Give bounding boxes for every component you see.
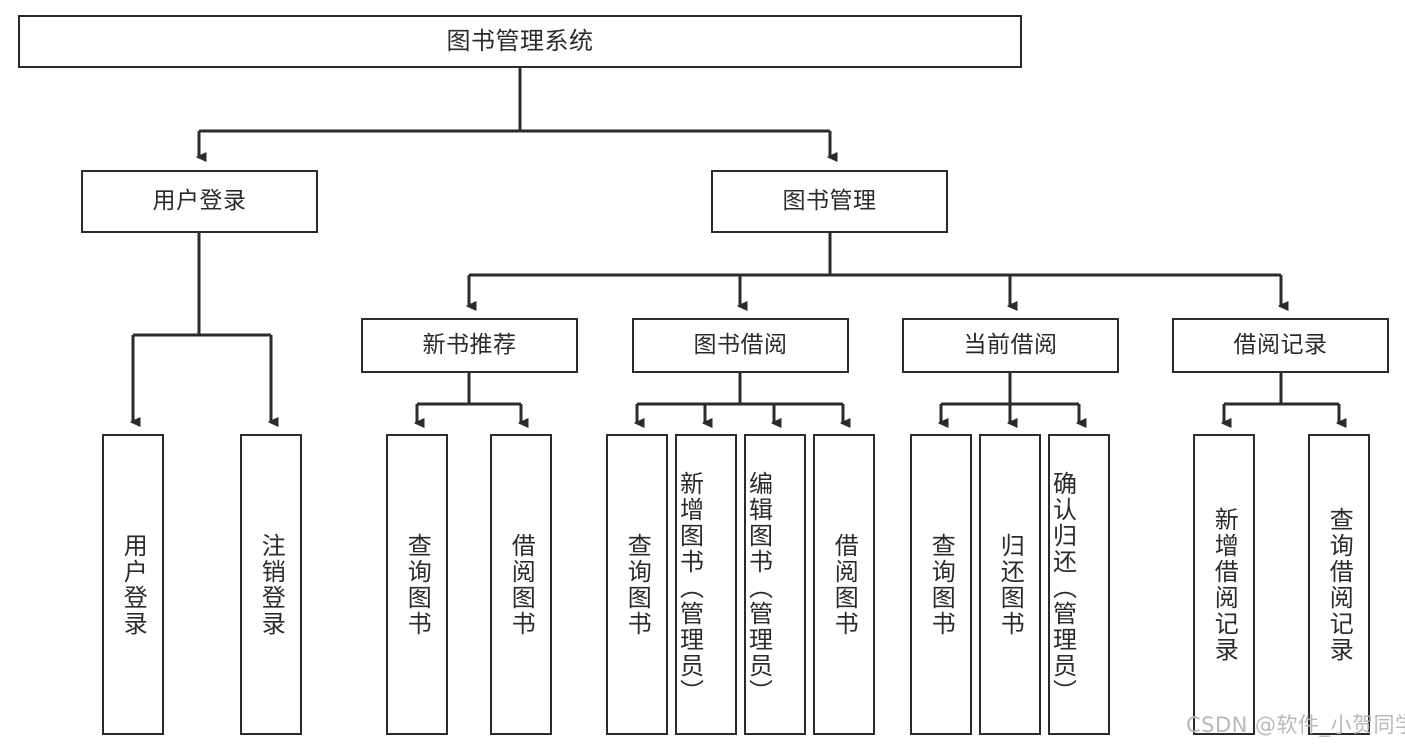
- node-label: 编辑图书（管理员）: [744, 470, 773, 705]
- leaf-edit-book[interactable]: 编辑图书（管理员）: [744, 434, 806, 735]
- leaf-add-borrow-record[interactable]: 新增借阅记录: [1193, 434, 1255, 735]
- node-label: 图书管理: [782, 187, 877, 214]
- node-label: 借阅记录: [1233, 331, 1328, 358]
- node-label: 新书推荐: [422, 331, 517, 358]
- node-label: 查询图书: [403, 532, 432, 637]
- node-label: 注销登录: [257, 532, 286, 637]
- node-label: 当前借阅: [963, 331, 1058, 358]
- node-new-book-recommend[interactable]: 新书推荐: [361, 318, 578, 373]
- node-label: 查询借阅记录: [1325, 506, 1354, 663]
- leaf-add-book[interactable]: 新增图书（管理员）: [675, 434, 737, 735]
- leaf-confirm-return[interactable]: 确认归还（管理员）: [1048, 434, 1110, 735]
- node-label: 查询图书: [927, 532, 956, 637]
- leaf-user-login[interactable]: 用户登录: [102, 434, 164, 735]
- node-label: 归还图书: [996, 532, 1025, 637]
- watermark-text: CSDN @软件_小贺同学: [1186, 713, 1405, 737]
- node-label: 新增借阅记录: [1210, 506, 1239, 663]
- node-label: 图书借阅: [693, 331, 788, 358]
- leaf-query-book-current[interactable]: 查询图书: [910, 434, 972, 735]
- node-label: 用户登录: [119, 532, 148, 637]
- node-label: 借阅图书: [830, 532, 859, 637]
- node-borrow-record[interactable]: 借阅记录: [1172, 318, 1389, 373]
- node-label: 用户登录: [152, 187, 247, 214]
- node-label: 新增图书（管理员）: [675, 470, 704, 705]
- node-book-borrow[interactable]: 图书借阅: [632, 318, 849, 373]
- leaf-user-logout[interactable]: 注销登录: [240, 434, 302, 735]
- node-current-borrow[interactable]: 当前借阅: [902, 318, 1119, 373]
- node-label: 查询图书: [623, 532, 652, 637]
- leaf-return-book[interactable]: 归还图书: [979, 434, 1041, 735]
- node-user-login[interactable]: 用户登录: [81, 170, 318, 233]
- node-label: 借阅图书: [507, 532, 536, 637]
- leaf-borrow-book-recommend[interactable]: 借阅图书: [490, 434, 552, 735]
- node-book-management[interactable]: 图书管理: [711, 170, 948, 233]
- node-label: 确认归还（管理员）: [1048, 470, 1077, 705]
- leaf-query-book-borrow[interactable]: 查询图书: [606, 434, 668, 735]
- leaf-query-book-recommend[interactable]: 查询图书: [386, 434, 448, 735]
- leaf-query-borrow-record[interactable]: 查询借阅记录: [1308, 434, 1370, 735]
- leaf-borrow-book[interactable]: 借阅图书: [813, 434, 875, 735]
- node-root-book-management-system[interactable]: 图书管理系统: [18, 15, 1022, 68]
- node-label: 图书管理系统: [446, 27, 594, 56]
